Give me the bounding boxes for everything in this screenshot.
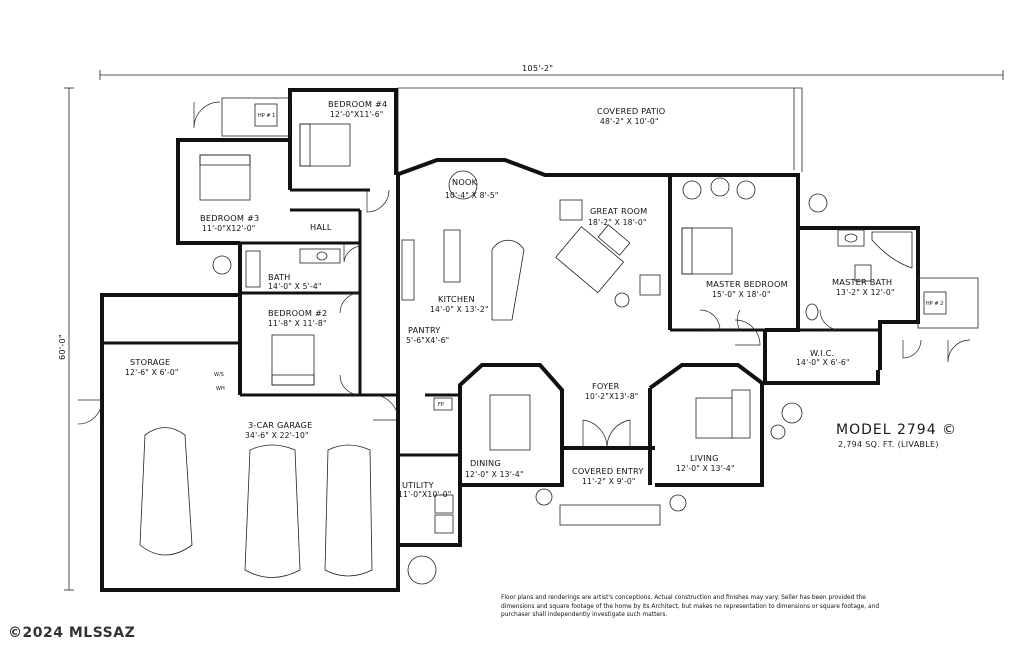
covered-entry-size: 11'-2" X 9'-0"	[582, 477, 636, 486]
garage-size: 34'-6" X 22'-10"	[245, 431, 309, 440]
furniture	[139, 123, 913, 578]
storage-size: 12'-6" X 6'-0"	[125, 368, 179, 377]
bedroom4-name: BEDROOM #4	[328, 99, 387, 109]
exterior-walls	[100, 88, 920, 592]
bedroom2-size: 11'-8" X 11'-8"	[268, 319, 327, 328]
pantry-size: 5'-6"X4'-6"	[406, 336, 449, 345]
dining-name: DINING	[470, 458, 501, 468]
wh-label: WH	[216, 386, 225, 392]
model-title: MODEL 2794 ©	[836, 422, 958, 438]
kitchen-size: 14'-0" X 13'-2"	[430, 305, 489, 314]
wic-name: W.I.C.	[810, 348, 834, 358]
covered-patio-size: 48'-2" X 10'-0"	[600, 117, 659, 126]
wic-size: 14'-0" X 6'-6"	[796, 358, 850, 367]
utility-size: 11'-0"X10'-0"	[398, 490, 451, 499]
hp2-unit	[923, 291, 947, 315]
dimension-depth: 60'-0"	[57, 334, 67, 360]
nook-name: NOOK	[452, 177, 478, 187]
watermark: ©2024 MLSSAZ	[8, 625, 136, 641]
bedroom3-name: BEDROOM #3	[200, 213, 259, 223]
hp2-label: HP # 2	[926, 301, 943, 307]
master-bath-name: MASTER BATH	[832, 277, 892, 287]
fireplace-label: FP	[438, 402, 444, 408]
bedroom3-size: 11'-0"X12'-0"	[202, 224, 255, 233]
dining-size: 12'-0" X 13'-4"	[465, 470, 524, 479]
bedroom4-size: 12'-0"X11'-6"	[330, 110, 383, 119]
foyer-name: FOYER	[592, 381, 620, 391]
disclaimer-text: Floor plans and renderings are artist's …	[501, 595, 880, 619]
master-bath-size: 13'-2" X 12'-0"	[836, 288, 895, 297]
master-bedroom-size: 15'-0" X 18'-0"	[712, 290, 771, 299]
bath-size: 14'-0" X 5'-4"	[268, 282, 322, 291]
ws-label: W/S	[214, 372, 224, 378]
great-room-size: 18'-2" X 18'-0"	[588, 218, 647, 227]
bath-name: BATH	[268, 272, 291, 282]
living-size: 12'-0" X 13'-4"	[676, 464, 735, 473]
fireplace-symbol	[433, 397, 453, 411]
plants	[212, 193, 828, 585]
utility-name: UTILITY	[402, 480, 435, 490]
room-labels: BEDROOM #4 12'-0"X11'-6" BEDROOM #3 11'-…	[125, 99, 895, 499]
covered-entry-name: COVERED ENTRY	[572, 466, 644, 476]
garage-name: 3-CAR GARAGE	[248, 420, 312, 430]
pantry-name: PANTRY	[408, 325, 441, 335]
covered-patio-name: COVERED PATIO	[597, 106, 665, 116]
bedroom2-name: BEDROOM #2	[268, 308, 327, 318]
interior-walls	[102, 188, 878, 457]
hall-name: HALL	[310, 222, 332, 232]
dimension-width: 105'-2"	[522, 63, 553, 73]
foyer-size: 10'-2"X13'-8"	[585, 392, 638, 401]
doors	[77, 101, 971, 449]
great-room-name: GREAT ROOM	[590, 206, 647, 216]
dimension-lines	[64, 70, 1004, 591]
living-name: LIVING	[690, 453, 719, 463]
model-square-footage: 2,794 SQ. FT. (LIVABLE)	[838, 440, 939, 449]
hp1-unit	[254, 103, 278, 127]
storage-name: STORAGE	[130, 357, 170, 367]
kitchen-name: KITCHEN	[438, 294, 475, 304]
hp1-label: HP # 1	[258, 113, 275, 119]
nook-size: 10'-4" X 8'-5"	[445, 191, 499, 200]
master-bedroom-name: MASTER BEDROOM	[706, 279, 788, 289]
hp2-closet	[917, 277, 979, 329]
